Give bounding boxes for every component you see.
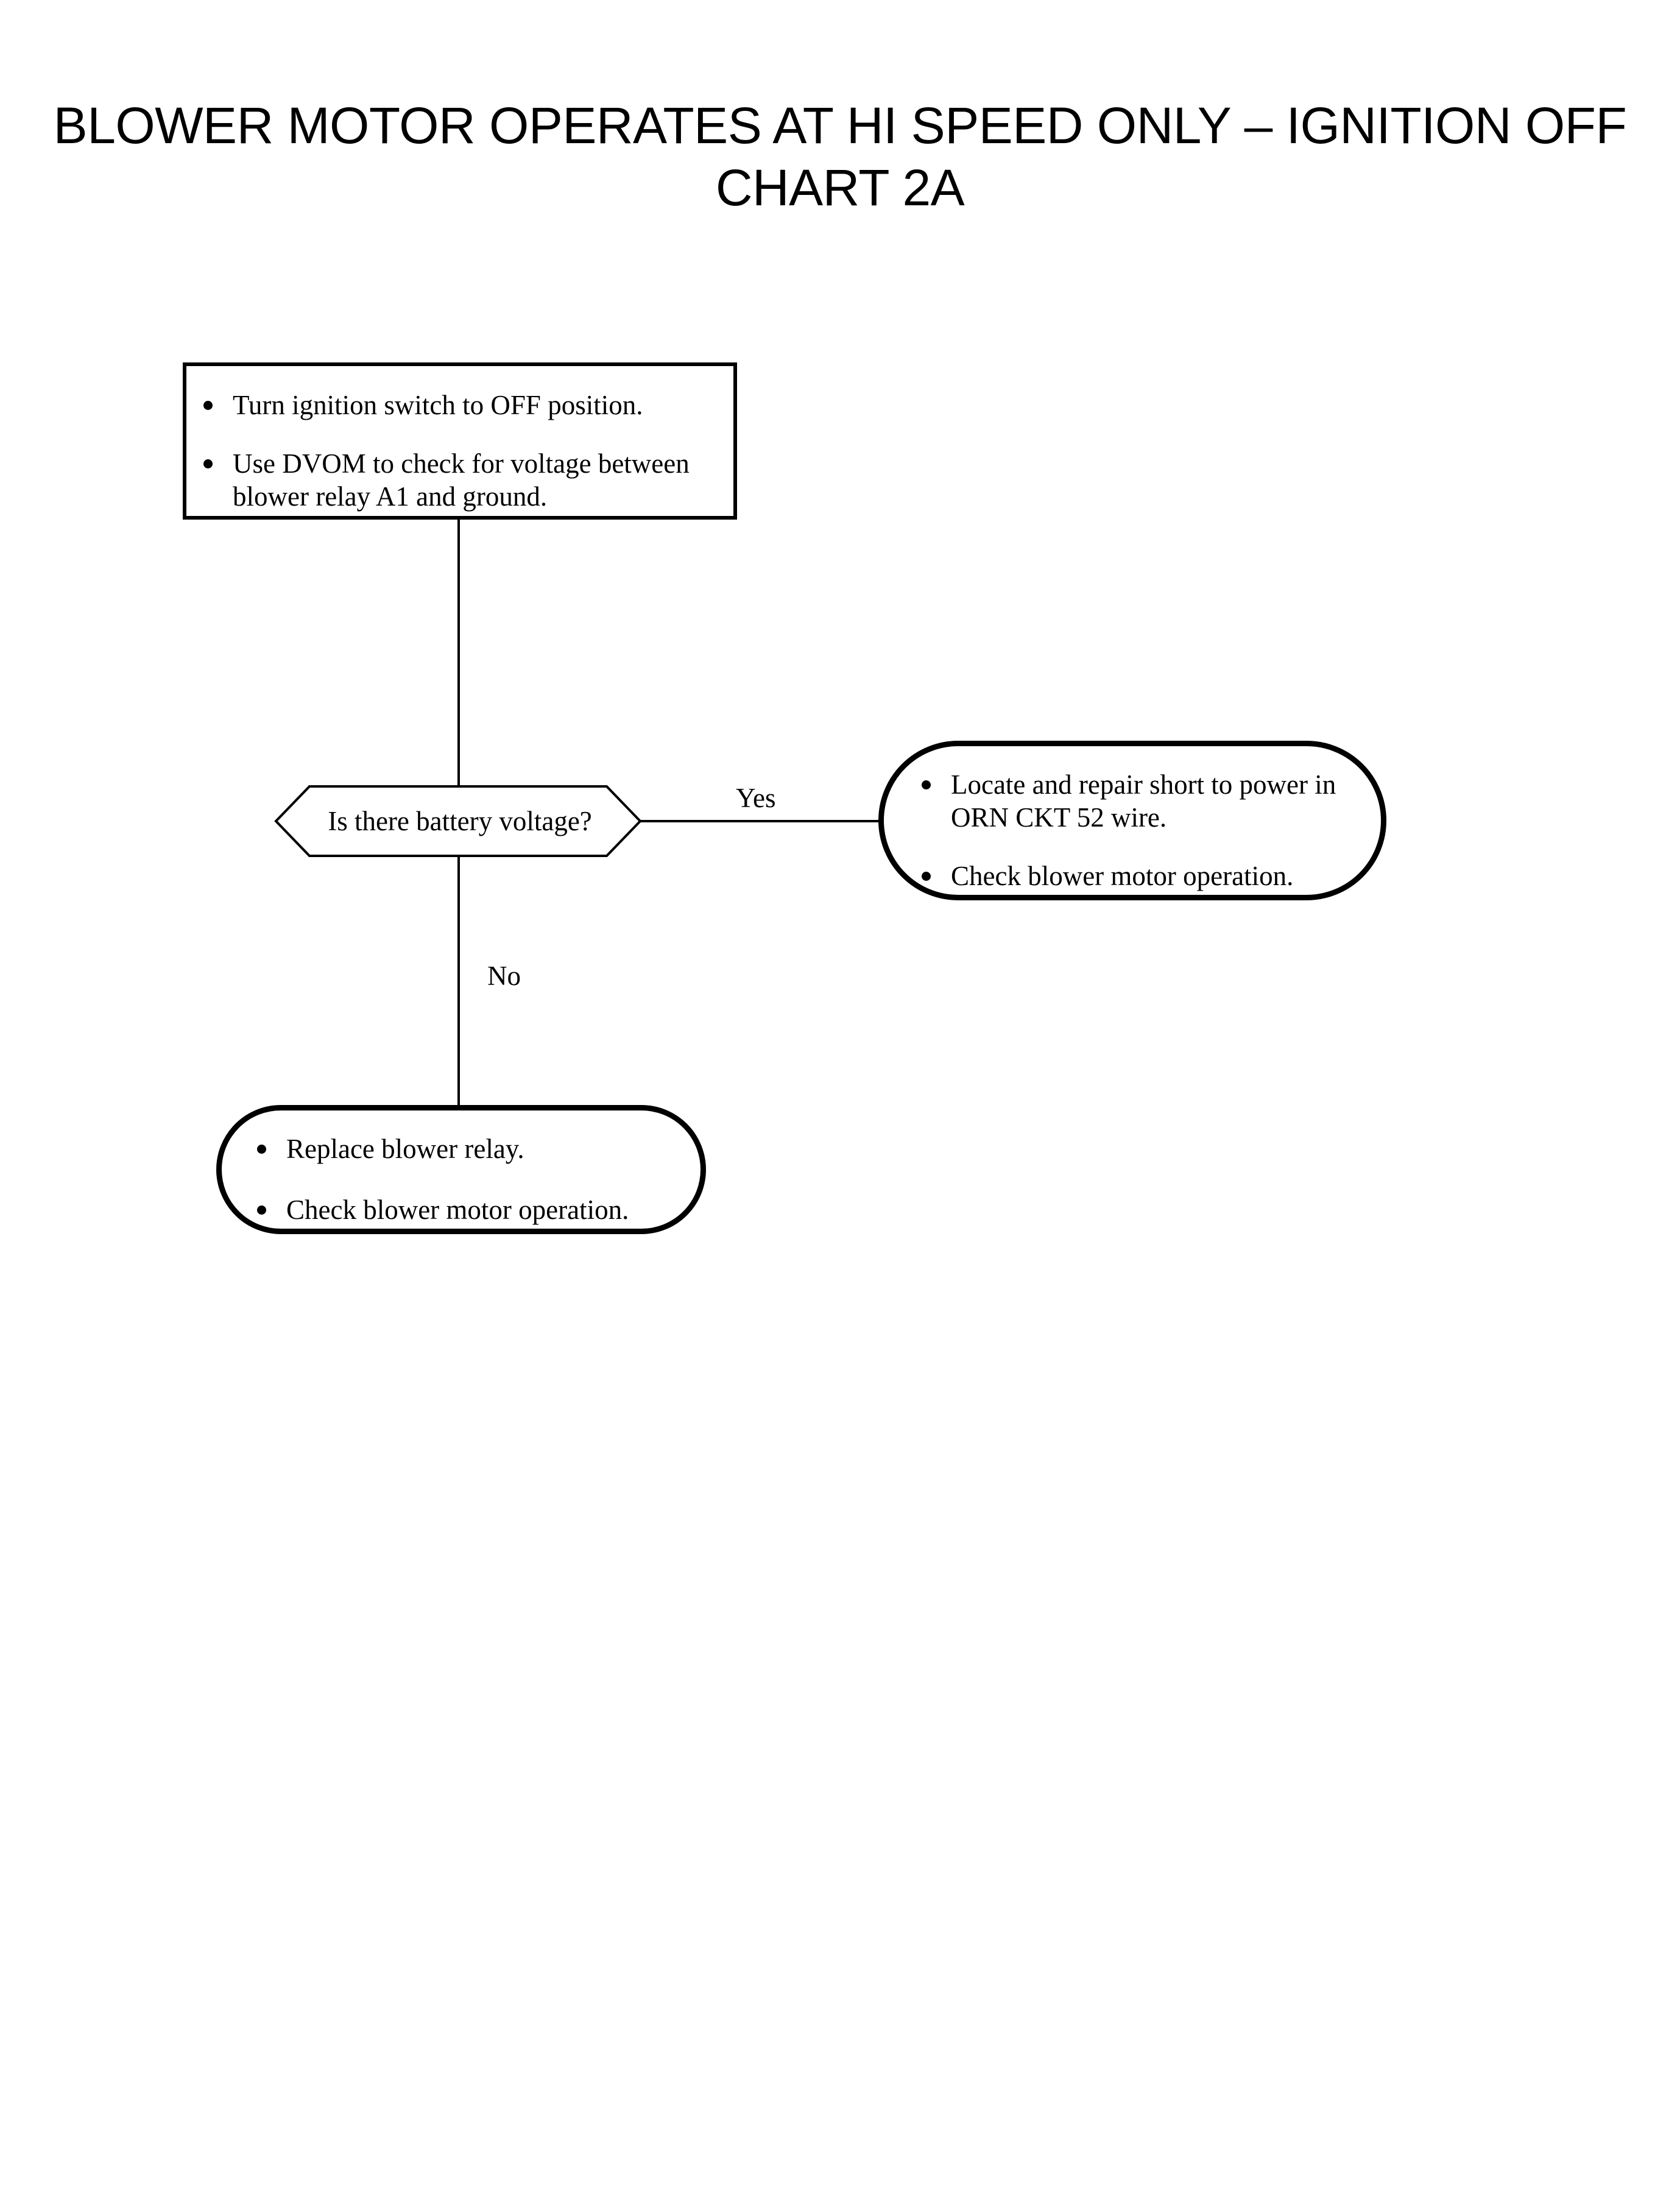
list-item: Replace blower relay. [249, 1132, 682, 1165]
hexagon-shape [274, 785, 642, 857]
process-node[interactable]: Turn ignition switch to OFF position. Us… [183, 362, 737, 520]
page-title-line-1: BLOWER MOTOR OPERATES AT HI SPEED ONLY –… [53, 97, 1627, 154]
process-node-content: Turn ignition switch to OFF position. Us… [195, 389, 727, 513]
connector-decision-to-no-result [457, 855, 460, 1107]
edge-label-no: No [487, 961, 521, 991]
connector-process-to-decision [457, 519, 460, 787]
connector-decision-to-yes-result [638, 820, 881, 822]
list-item: Use DVOM to check for voltage between bl… [195, 447, 727, 513]
process-bullet-list: Turn ignition switch to OFF position. Us… [195, 389, 727, 513]
page-title-line-2: CHART 2A [715, 159, 965, 217]
yes-result-node[interactable]: Locate and repair short to power in ORN … [878, 741, 1386, 900]
decision-node[interactable]: Is there battery voltage? [274, 785, 642, 858]
yes-result-bullet-list: Locate and repair short to power in ORN … [913, 768, 1363, 892]
list-item: Locate and repair short to power in ORN … [913, 768, 1363, 834]
no-result-bullet-list: Replace blower relay. Check blower motor… [249, 1132, 682, 1226]
list-item: Check blower motor operation. [913, 860, 1363, 892]
edge-label-yes: Yes [736, 783, 776, 813]
yes-result-content: Locate and repair short to power in ORN … [913, 768, 1363, 892]
list-item: Check blower motor operation. [249, 1193, 682, 1226]
no-result-content: Replace blower relay. Check blower motor… [249, 1132, 682, 1254]
no-result-node[interactable]: Replace blower relay. Check blower motor… [216, 1105, 706, 1234]
list-item: Turn ignition switch to OFF position. [195, 389, 727, 422]
page-title: BLOWER MOTOR OPERATES AT HI SPEED ONLY –… [0, 94, 1680, 219]
decision-node-label: Is there battery voltage? [328, 806, 592, 836]
